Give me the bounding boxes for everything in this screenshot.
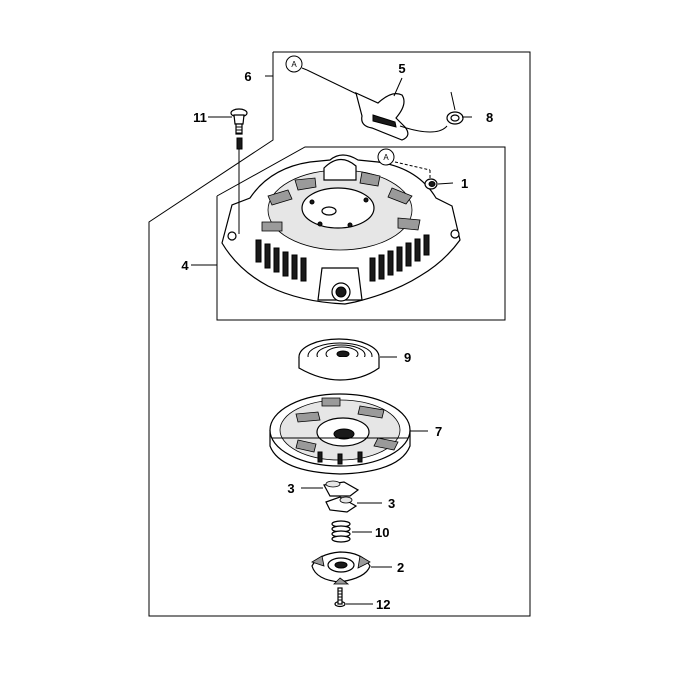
ratchet-pawl-part-3a <box>323 480 360 497</box>
callout-7: 7 <box>435 424 442 439</box>
callout-10: 10 <box>375 525 389 540</box>
callout-5: 5 <box>398 61 405 76</box>
starter-grip-part-5 <box>306 69 448 141</box>
callout-3-lower: 3 <box>388 496 395 511</box>
callout-11: 11 <box>193 110 207 125</box>
reference-marker-a-top: A <box>285 55 303 73</box>
callout-3-upper: 3 <box>287 481 294 496</box>
assembly-6-boundary <box>148 51 531 617</box>
starter-case-part <box>221 154 461 305</box>
callout-12: 12 <box>376 597 390 612</box>
svg-text:A: A <box>383 153 389 162</box>
assembly-4-boundary <box>216 146 506 321</box>
screw-part-12 <box>334 587 346 608</box>
reel-part-7 <box>269 393 411 475</box>
callout-2: 2 <box>397 560 404 575</box>
ratchet-pawl-part-3b <box>325 496 358 513</box>
bushing-part-1 <box>424 178 438 190</box>
rope-clip-part-8 <box>446 91 464 125</box>
callout-8: 8 <box>486 110 493 125</box>
bolt-part-11 <box>230 108 248 234</box>
callout-1: 1 <box>461 176 468 191</box>
spring-part-10 <box>331 520 351 543</box>
reference-marker-a-case: A <box>377 148 395 166</box>
callout-9: 9 <box>404 350 411 365</box>
callout-6: 6 <box>244 69 251 84</box>
svg-text:A: A <box>291 60 297 69</box>
callout-4: 4 <box>181 258 189 273</box>
friction-plate-part-2 <box>311 551 371 585</box>
recoil-spring-part-9 <box>298 338 380 381</box>
leader-lines <box>191 67 472 605</box>
